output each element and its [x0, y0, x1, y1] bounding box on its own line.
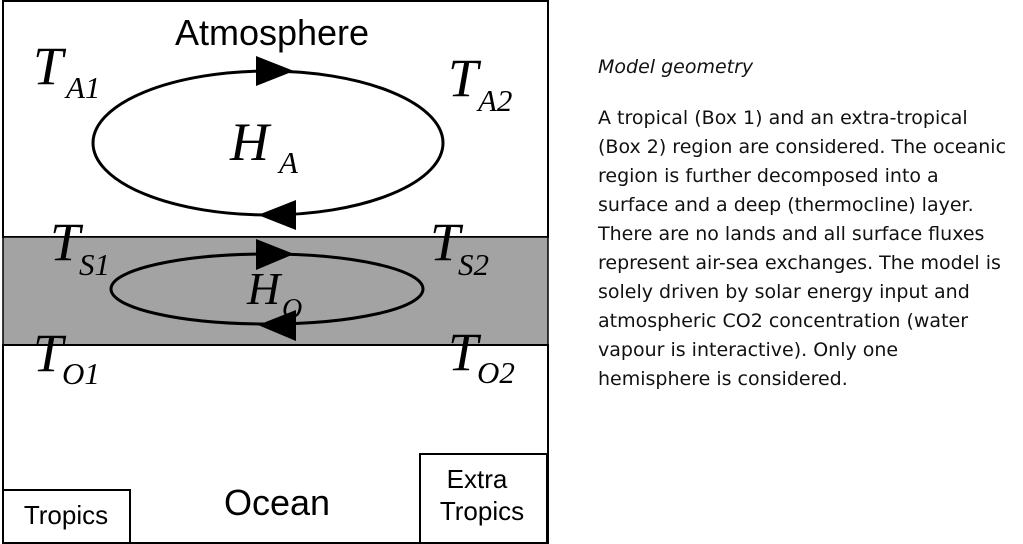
atmosphere-arrow-left-icon — [258, 200, 296, 230]
two-box-diagram: Atmosphere Ocean Tropics Extra Tropics T… — [2, 0, 549, 544]
symbol-to2-sub: O2 — [477, 355, 515, 390]
extra-tropics-label-line2: Tropics — [440, 496, 524, 526]
atmosphere-box — [2, 0, 549, 238]
extra-tropics-label-line1: Extra — [447, 464, 508, 494]
symbol-ha-main: H — [229, 112, 272, 172]
atmosphere-label: Atmosphere — [175, 12, 369, 53]
symbol-ho-sub: O — [282, 294, 302, 325]
symbol-ha-sub: A — [277, 145, 299, 180]
symbol-ho-main: H — [246, 263, 283, 314]
ocean-arrow-left-icon — [258, 310, 296, 341]
symbol-to2-main: T — [448, 322, 482, 382]
symbol-to1-main: T — [33, 323, 67, 383]
symbol-ts1-sub: S1 — [79, 247, 110, 282]
caption-title: Model geometry — [598, 56, 754, 78]
ocean-arrow-right-icon — [256, 239, 294, 270]
symbol-ts1-main: T — [50, 212, 84, 272]
caption-body: A tropical (Box 1) and an extra-tropical… — [598, 107, 1007, 390]
symbol-ta2-main: T — [448, 48, 482, 108]
symbol-ts2-main: T — [430, 212, 464, 272]
symbol-ta1-sub: A1 — [64, 70, 100, 105]
symbol-ta2-sub: A2 — [476, 83, 512, 118]
diagram-svg: Atmosphere Ocean Tropics Extra Tropics T… — [2, 0, 549, 544]
symbol-ts2-sub: S2 — [458, 247, 489, 282]
extra-tropics-box — [419, 453, 548, 544]
atmosphere-arrow-right-icon — [256, 56, 294, 86]
caption-panel: Model geometry A tropical (Box 1) and an… — [598, 56, 1008, 394]
ocean-label: Ocean — [224, 482, 330, 523]
tropics-box — [2, 489, 131, 544]
tropics-label: Tropics — [24, 500, 108, 530]
symbol-ta1-main: T — [33, 36, 67, 96]
symbol-to1-sub: O1 — [62, 356, 100, 391]
